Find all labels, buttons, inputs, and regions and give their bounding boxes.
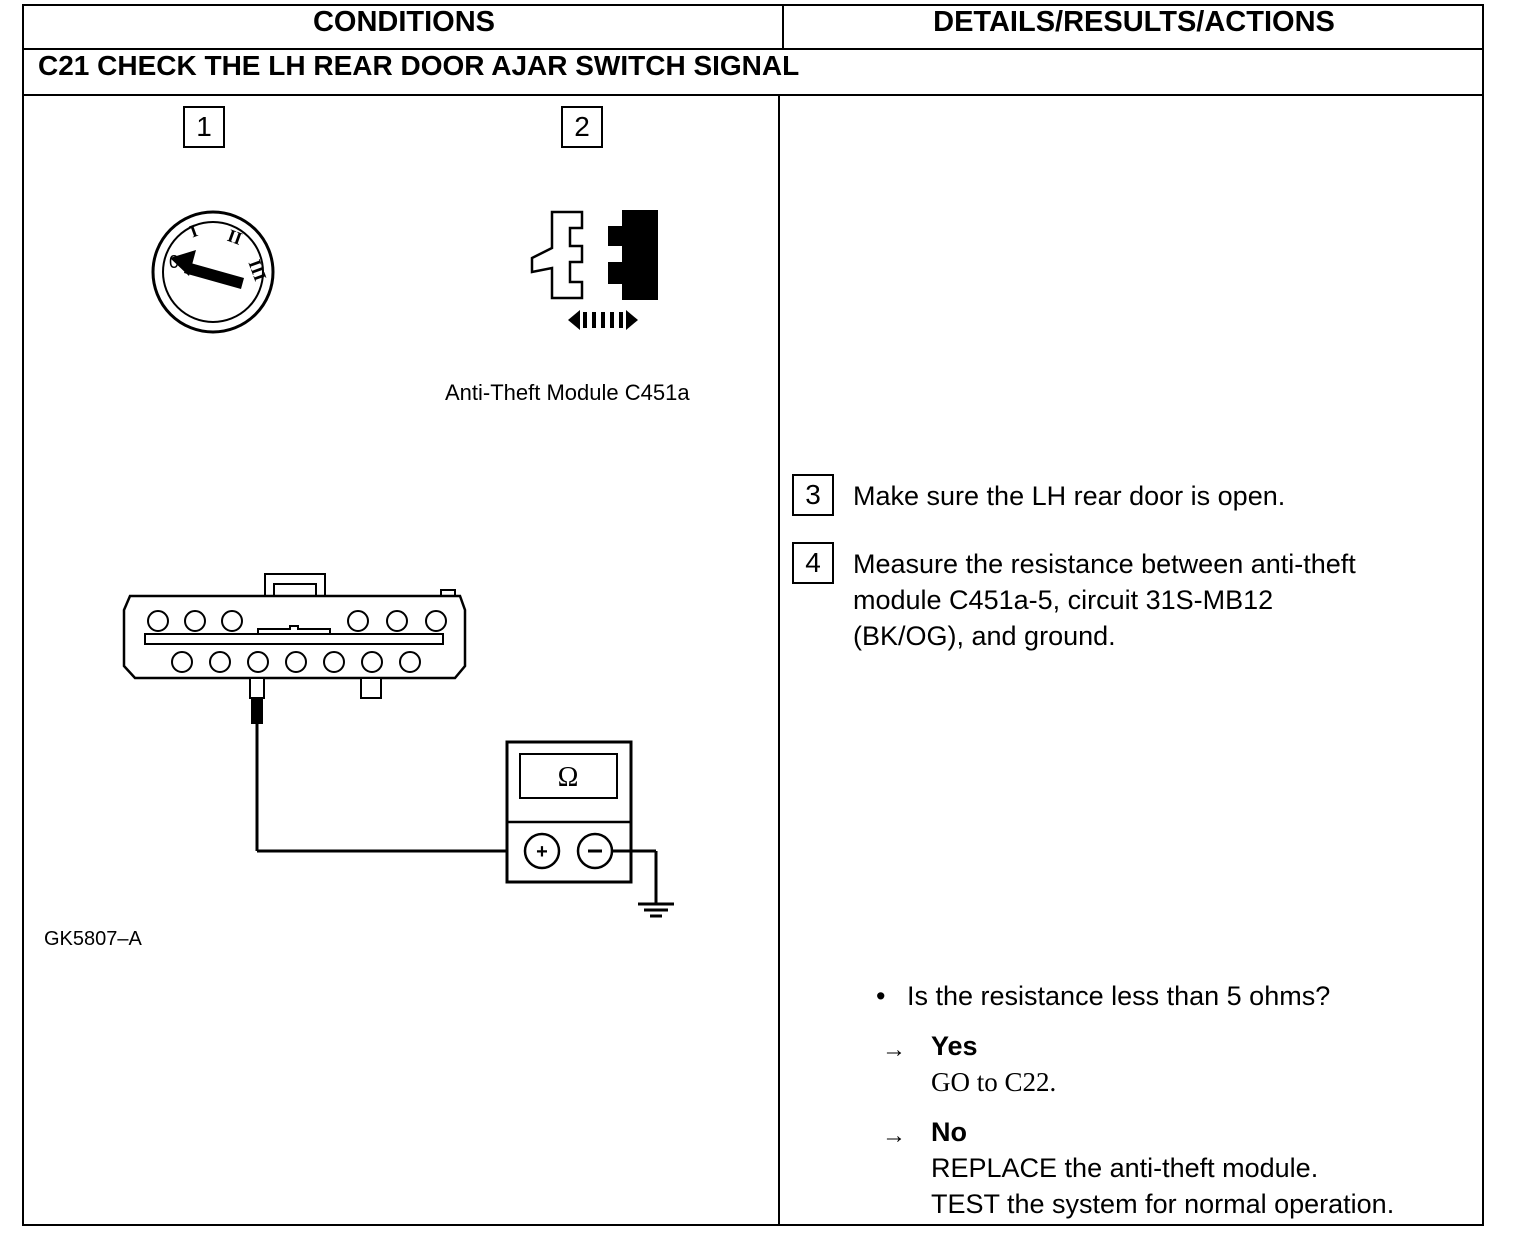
svg-text:II: II xyxy=(225,225,245,249)
no-arrow-icon: → xyxy=(882,1122,906,1149)
procedure-table xyxy=(22,4,1484,1226)
step-4-text: Measure the resistance between anti-thef… xyxy=(853,549,1356,651)
step-4-box: 4 xyxy=(792,542,834,584)
step-1-box: 1 xyxy=(183,106,225,148)
bullet-icon: • xyxy=(876,981,886,1011)
step-3-text: Make sure the LH rear door is open. xyxy=(853,481,1286,511)
conditions-header: CONDITIONS xyxy=(312,5,496,38)
ignition-switch-icon: 0 I II III xyxy=(151,210,275,334)
no-label: No xyxy=(931,1117,967,1147)
section-title: C21 CHECK THE LH REAR DOOR AJAR SWITCH S… xyxy=(38,50,800,81)
svg-text:+: + xyxy=(536,841,548,863)
figure-id: GK5807–A xyxy=(44,928,142,950)
details-header: DETAILS/RESULTS/ACTIONS xyxy=(933,5,1335,38)
yes-label: Yes xyxy=(931,1031,978,1061)
ground-symbol-icon xyxy=(638,902,674,918)
question-text: Is the resistance less than 5 ohms? xyxy=(907,981,1331,1011)
step-3-box: 3 xyxy=(792,474,834,516)
module-connector-face xyxy=(122,573,525,853)
svg-text:Ω: Ω xyxy=(558,762,579,793)
connector-caption: Anti-Theft Module C451a xyxy=(445,380,690,405)
diagram-illustration: 0 I II III xyxy=(122,210,674,918)
yes-arrow-icon: → xyxy=(882,1036,906,1063)
header-divider xyxy=(24,48,1484,50)
header-column-divider xyxy=(782,4,784,48)
svg-text:0: 0 xyxy=(169,252,179,272)
disconnect-connector-icon xyxy=(530,210,658,330)
step-2-box: 2 xyxy=(561,106,603,148)
no-actions: REPLACE the anti-theft module. TEST the … xyxy=(931,1153,1395,1219)
yes-action: GO to C22. xyxy=(931,1067,1057,1097)
title-divider xyxy=(24,94,1484,96)
column-divider xyxy=(778,94,780,1226)
ohmmeter-icon: Ω + xyxy=(505,740,658,904)
